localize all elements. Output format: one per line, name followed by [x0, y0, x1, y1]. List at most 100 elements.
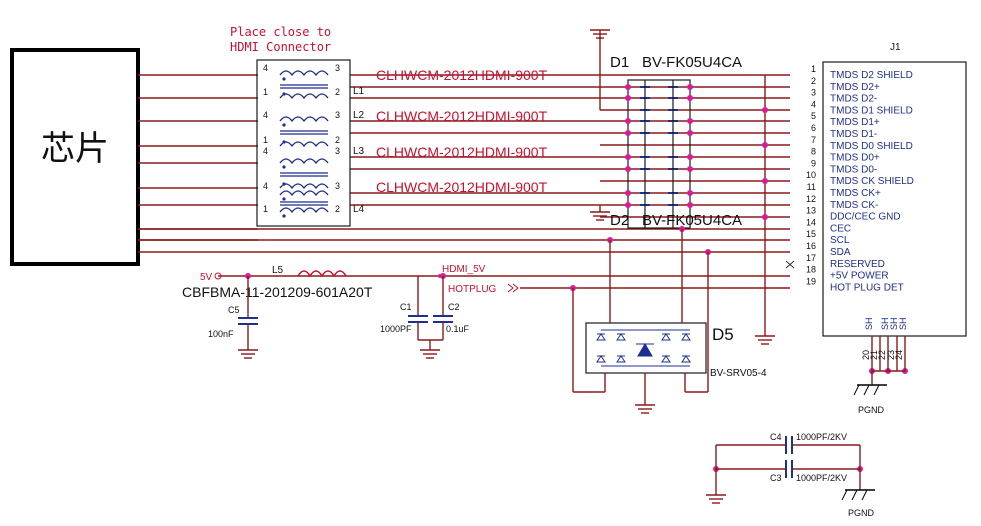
note-line2: HDMI Connector	[230, 40, 331, 54]
connector-pin-name: TMDS D0+	[830, 153, 880, 164]
connector-pin-name: TMDS D1 SHIELD	[830, 105, 913, 116]
nc-mark	[785, 260, 795, 269]
connector-pin-number: 15	[806, 229, 816, 239]
connector-pin-name: TMDS D1-	[830, 129, 877, 140]
svg-text:D2: D2	[610, 212, 629, 229]
ground-symbol-d1	[590, 29, 610, 40]
svg-text:SH: SH	[889, 317, 899, 330]
d5-part: BV-SRV05-4	[710, 368, 767, 379]
signal-wires	[138, 40, 790, 336]
svg-text:L1: L1	[353, 86, 365, 97]
connector-pin-number: 17	[806, 253, 816, 263]
svg-text:CLHWCM-2012HDMI-900T: CLHWCM-2012HDMI-900T	[376, 144, 548, 160]
c4-ref: C4	[770, 432, 782, 442]
connector-pin-name: SCL	[830, 235, 850, 246]
connector-pin-name: TMDS D0-	[830, 164, 877, 175]
connector-pin-number: 3	[811, 88, 816, 98]
connector-pin-name: RESERVED	[830, 259, 885, 270]
svg-text:CLHWCM-2012HDMI-900T: CLHWCM-2012HDMI-900T	[376, 67, 548, 83]
pgnd-label-caps: PGND	[848, 508, 875, 518]
c5-capacitor	[238, 276, 258, 359]
svg-text:4: 4	[263, 146, 268, 156]
l5-inductor	[297, 270, 347, 278]
connector-pin-number: 1	[811, 64, 816, 74]
connector-pin-number: 4	[811, 99, 816, 109]
l5-ref: L5	[272, 265, 284, 276]
note-line1: Place close to	[230, 25, 331, 39]
connector-pin-name: TMDS D1+	[830, 117, 880, 128]
svg-text:23: 23	[886, 350, 896, 360]
svg-text:SH: SH	[880, 317, 890, 330]
c4-value: 1000PF/2KV	[796, 432, 847, 442]
svg-text:21: 21	[869, 350, 879, 360]
d5-diodes	[596, 329, 691, 367]
connector-pin-number: 18	[806, 265, 816, 275]
connector-j1	[822, 61, 967, 337]
chip-block	[10, 48, 140, 266]
svg-text:L3: L3	[353, 146, 365, 157]
svg-text:3: 3	[335, 63, 340, 73]
svg-text:22: 22	[877, 350, 887, 360]
svg-text:CLHWCM-2012HDMI-900T: CLHWCM-2012HDMI-900T	[376, 108, 548, 124]
tvs-labels: D1 BV-FK05U4CA D2 BV-FK05U4CA	[610, 54, 742, 229]
svg-text:1: 1	[263, 204, 268, 214]
svg-text:PGND: PGND	[858, 405, 885, 415]
choke-coils	[279, 70, 329, 218]
c2-ref: C2	[448, 302, 460, 312]
connector-pin-name: TMDS CK+	[830, 188, 881, 199]
connector-pin-name: CEC	[830, 223, 851, 234]
connector-pin-name: +5V POWER	[830, 271, 889, 282]
c1-c2-capacitors	[408, 276, 453, 359]
connector-pin-number: 5	[811, 111, 816, 121]
connector-pin-name: DDC/CEC GND	[830, 212, 901, 223]
c3-ref: C3	[770, 473, 782, 483]
connector-pin-number: 14	[806, 217, 816, 227]
svg-text:2: 2	[335, 204, 340, 214]
c1-value: 1000PF	[380, 324, 412, 334]
vin-terminal	[214, 272, 222, 280]
svg-text:L2: L2	[353, 110, 365, 121]
svg-text:3: 3	[335, 146, 340, 156]
d5-wires	[572, 229, 709, 414]
vin-label: 5V	[200, 272, 213, 283]
c5-ref: C5	[228, 305, 240, 315]
connector-pin-number: 11	[807, 182, 816, 192]
connector-pin-number: 19	[806, 276, 816, 286]
connector-pin-name: TMDS D2+	[830, 82, 880, 93]
d5-ref: D5	[712, 325, 734, 344]
ground-symbol-d2	[590, 211, 610, 221]
net-hotplug: HOTPLUG	[448, 284, 497, 295]
svg-text:4: 4	[263, 110, 268, 120]
connector-ref: J1	[890, 42, 901, 53]
svg-text:BV-FK05U4CA: BV-FK05U4CA	[642, 212, 742, 229]
connector-pin-name: TMDS CK SHIELD	[830, 176, 914, 187]
d5-body	[585, 322, 707, 374]
svg-text:24: 24	[894, 350, 904, 360]
svg-text:1: 1	[263, 87, 268, 97]
connector-pin-name: TMDS CK-	[830, 200, 878, 211]
svg-text:SH: SH	[898, 317, 908, 330]
connector-pin-name: TMDS D2 SHIELD	[830, 70, 913, 81]
connector-pin-number: 2	[811, 76, 816, 86]
shield-capacitors	[706, 436, 875, 504]
c2-value: 0.1uF	[446, 324, 470, 334]
connector-pin-name: TMDS D0 SHIELD	[830, 141, 913, 152]
svg-text:1: 1	[263, 135, 268, 145]
choke-block	[256, 59, 351, 227]
svg-text:2: 2	[335, 135, 340, 145]
connector-shield-pins: SH SH SH SH 20 21 22 23 24 PGND	[853, 317, 908, 415]
choke-part-labels: CLHWCM-2012HDMI-900T CLHWCM-2012HDMI-900…	[376, 67, 548, 195]
svg-text:4: 4	[263, 63, 268, 73]
connector-pin-number: 16	[806, 241, 816, 251]
connector-pin-number: 12	[806, 194, 816, 204]
connector-pin-number: 7	[811, 135, 816, 145]
connector-pin-number: 8	[811, 147, 816, 157]
connector-pin-number: 10	[806, 170, 816, 180]
svg-text:L4: L4	[353, 204, 365, 215]
net-hdmi5v: HDMI_5V	[442, 264, 486, 275]
svg-text:SH: SH	[864, 317, 874, 330]
svg-text:CLHWCM-2012HDMI-900T: CLHWCM-2012HDMI-900T	[376, 179, 548, 195]
ground-symbol-shield	[755, 335, 775, 345]
